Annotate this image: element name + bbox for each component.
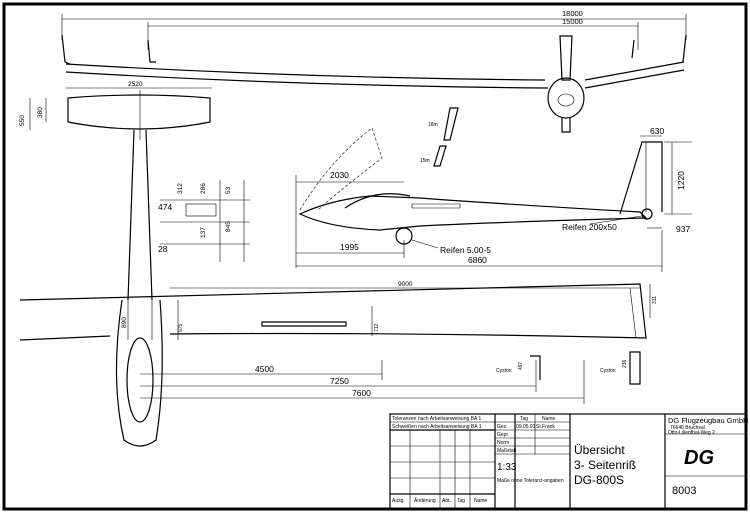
dim-tip-311: 311 (652, 296, 658, 304)
dim-tail-thickness: 380 (37, 107, 44, 118)
winglet-15m-shape (433, 145, 447, 167)
row-norm: Norm (497, 440, 509, 446)
dim-286: 286 (200, 183, 207, 194)
dim-gear-offset: 937 (676, 224, 690, 234)
drawing-number: 8003 (672, 485, 696, 497)
dim-712: 712 (374, 323, 380, 332)
cuff-right-label: Cyston (600, 368, 616, 374)
winglet-18m-label: 18m (428, 122, 438, 128)
tail-wheel-label: Reifen 200x50 (562, 222, 617, 232)
winglet-18m-shape (443, 107, 459, 141)
dim-tail-chord: 550 (19, 115, 26, 126)
winglet-15m-label: 15m (420, 158, 430, 164)
tail-wheel (641, 208, 653, 220)
col-name: Name (542, 416, 556, 422)
row-gez: Gez. (497, 424, 508, 430)
row-gez-date: 09.05.91 (516, 424, 536, 430)
footer-aenderung: Änderung (414, 497, 436, 504)
company-logo: DG (684, 447, 714, 469)
footer-tag: Tag (457, 498, 465, 504)
row-gez-name: St.Frank (536, 424, 555, 430)
company-address-2: Otto-Lilienthal-Weg 2 (668, 430, 715, 436)
dim-wing-half: 9000 (398, 281, 413, 288)
drawing-title-2: 3- Seitenriß (574, 458, 636, 472)
top-view: 2520 550 380 312 286 53 474 137 845 28 9 (19, 81, 658, 447)
title-block: Toleranzen nach Arbeitsanweisung BA 1 Sc… (389, 413, 748, 510)
dim-length: 6860 (468, 255, 487, 265)
dim-span-inner: 15000 (562, 17, 583, 26)
dim-tail-span: 2520 (128, 81, 143, 88)
dim-fin-top: 630 (650, 126, 664, 136)
main-wheel-label: Reifen 5.00-5 (440, 245, 491, 255)
dim-4500: 4500 (255, 364, 274, 374)
dim-wheel-pos: 1995 (340, 242, 359, 252)
dim-fin-height: 1220 (676, 171, 686, 190)
company-name: DG Flugzeugbau GmbH (668, 416, 748, 425)
dim-wing-root: 890 (121, 317, 128, 328)
col-tag: Tag (520, 416, 528, 422)
cuff-left-label: Cyston (496, 368, 512, 374)
material-note: Maße ohne Toleranz-angaben (497, 478, 564, 484)
dim-53: 53 (225, 186, 232, 194)
dim-312: 312 (177, 183, 184, 194)
footer-abt: Abt. (442, 498, 451, 504)
dim-236: 236 (622, 359, 628, 368)
footer-aend: Ausg. (392, 498, 405, 504)
revision-note-2: Schweißen nach Arbeitsanweisung BA 1 (392, 424, 482, 430)
drawing-title-1: Übersicht (574, 443, 625, 457)
side-view: 18m 15m 2030 1995 6860 630 1220 937 Re (295, 107, 692, 272)
dim-137: 137 (200, 227, 207, 238)
dim-span-total: 18000 (562, 9, 583, 18)
row-gepr: Gepr. (497, 432, 509, 438)
dim-canopy: 2030 (330, 170, 349, 180)
massstab-label: Maßstab (497, 448, 517, 454)
dim-497: 497 (518, 361, 524, 370)
dim-28: 28 (158, 244, 168, 254)
footer-name: Name (474, 498, 488, 504)
dim-474: 474 (158, 202, 172, 212)
scale-value: 1:33 (497, 462, 517, 473)
dim-7250: 7250 (330, 376, 349, 386)
drawing-title-3: DG-800S (574, 473, 624, 487)
company-address-1: 76646 Bruchsal (670, 425, 705, 431)
front-view: 18000 15000 (61, 9, 687, 133)
dim-845: 845 (225, 221, 232, 232)
dim-975: 975 (178, 323, 184, 332)
revision-note-1: Toleranzen nach Arbeitsanweisung BA 1 (392, 416, 481, 422)
dim-7600: 7600 (352, 388, 371, 398)
